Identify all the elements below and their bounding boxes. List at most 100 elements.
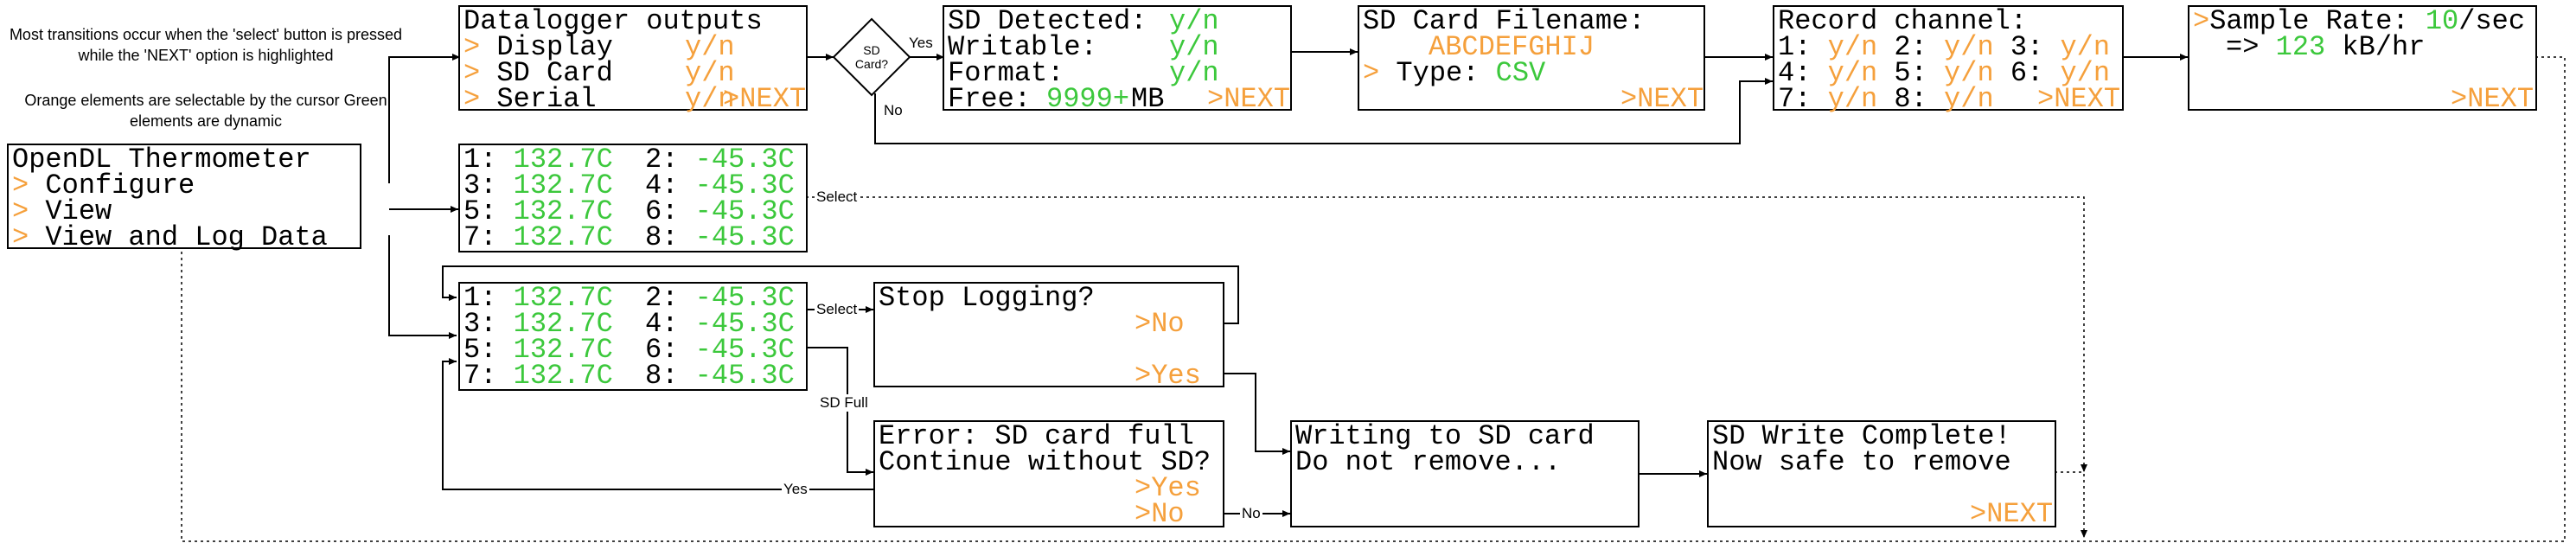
ch5-value[interactable]: y/n xyxy=(1944,57,1994,89)
ch6-label: 6: xyxy=(2010,57,2044,89)
log-ch1-value: 132.7C xyxy=(513,282,613,314)
log-readings-screen: 1: 132.7C 2: -45.3C 3: 132.7C 4: -45.3C … xyxy=(458,282,808,391)
outputs-screen: Datalogger outputs > Display y/n > SD Ca… xyxy=(458,5,808,115)
outputs-title: Datalogger outputs xyxy=(463,5,763,37)
ch1-label: 1: xyxy=(1778,31,1812,63)
view-ch3-value: 132.7C xyxy=(513,169,613,201)
display-value[interactable]: y/n xyxy=(685,31,735,63)
log-ch4-label: 4: xyxy=(645,308,679,340)
sample-rate-unit: /sec xyxy=(2458,5,2526,37)
log-ch7-value: 132.7C xyxy=(513,360,613,392)
label-sd-full: SD Full xyxy=(818,394,870,412)
log-ch2-value: -45.3C xyxy=(694,282,795,314)
edge-sdcheck-no xyxy=(874,78,1773,144)
sdcard-value[interactable]: y/n xyxy=(685,57,735,89)
menu-view[interactable]: View xyxy=(45,195,112,227)
view-ch2-label: 2: xyxy=(645,144,679,176)
cursor-type: > xyxy=(1363,57,1380,89)
writing-screen: Writing to SD card Do not remove... xyxy=(1290,420,1640,527)
error-yes-option[interactable]: >Yes xyxy=(1135,472,1201,504)
edge-error-yes-loop xyxy=(442,358,873,490)
complete-line1: SD Write Complete! xyxy=(1712,420,2011,452)
sd-status-screen: SD Detected: y/n Writable: y/n Format: y… xyxy=(943,5,1292,115)
record-title: Record channel: xyxy=(1778,5,2028,37)
ch6-value[interactable]: y/n xyxy=(2060,57,2111,89)
complete-next[interactable]: >NEXT xyxy=(1970,498,2054,530)
edge-main-to-outputs xyxy=(388,54,460,183)
display-label: Display xyxy=(496,31,613,63)
error-no-option[interactable]: >No xyxy=(1135,498,1185,530)
view-ch8-value: -45.3C xyxy=(694,221,795,253)
transitions-note: Most transitions occur when the 'select'… xyxy=(9,26,403,64)
label-error-yes: Yes xyxy=(782,481,809,498)
view-ch7-value: 132.7C xyxy=(513,221,613,253)
type-value[interactable]: CSV xyxy=(1495,57,1546,89)
free-value: 9999+ xyxy=(1046,83,1130,115)
serial-value[interactable]: y/n xyxy=(685,83,735,115)
type-label: Type: xyxy=(1396,57,1480,89)
ch4-value[interactable]: y/n xyxy=(1827,57,1878,89)
writing-line2: Do not remove... xyxy=(1295,446,1562,478)
log-ch5-value: 132.7C xyxy=(513,334,613,366)
ch7-value[interactable]: y/n xyxy=(1827,83,1878,115)
ch5-label: 5: xyxy=(1894,57,1927,89)
edge-stop-no-loop xyxy=(442,265,1239,324)
format-value: y/n xyxy=(1169,57,1219,89)
sd-status-next[interactable]: >NEXT xyxy=(1207,83,1291,115)
log-ch4-value: -45.3C xyxy=(694,308,795,340)
cursor-serial: > xyxy=(463,83,481,115)
stop-yes-option[interactable]: >Yes xyxy=(1135,360,1201,392)
label-view-select: Select xyxy=(815,189,860,206)
format-label: Format: xyxy=(948,57,1064,89)
stop-no-option[interactable]: >No xyxy=(1135,308,1185,340)
edge-sample-return xyxy=(178,56,2566,542)
stop-title: Stop Logging? xyxy=(879,282,1095,314)
log-ch8-value: -45.3C xyxy=(694,360,795,392)
view-readings-screen: 1: 132.7C 2: -45.3C 3: 132.7C 4: -45.3C … xyxy=(458,144,808,252)
cursor-sample: > xyxy=(2193,5,2210,37)
ch8-label: 8: xyxy=(1894,83,1927,115)
ch8-value[interactable]: y/n xyxy=(1944,83,1994,115)
log-ch6-label: 6: xyxy=(645,334,679,366)
sample-rate-value[interactable]: 10 xyxy=(2425,5,2459,37)
edge-stop-yes-to-writing xyxy=(1223,373,1290,455)
sd-detected-label: SD Detected: xyxy=(948,5,1147,37)
menu-view-log[interactable]: View and Log Data xyxy=(45,221,328,253)
label-sdcheck-yes: Yes xyxy=(907,35,935,52)
view-ch5-value: 132.7C xyxy=(513,195,613,227)
cursor-sdcard: > xyxy=(463,57,481,89)
record-next[interactable]: >NEXT xyxy=(2037,83,2121,115)
filename-value[interactable]: ABCDEFGHIJ xyxy=(1429,31,1595,63)
log-ch8-label: 8: xyxy=(645,360,679,392)
writable-value: y/n xyxy=(1169,31,1219,63)
cursor-view: > xyxy=(12,195,29,227)
menu-configure[interactable]: Configure xyxy=(45,169,195,201)
log-ch6-value: -45.3C xyxy=(694,334,795,366)
cursor-configure: > xyxy=(12,169,29,201)
view-ch7-label: 7: xyxy=(463,221,497,253)
stop-logging-screen: Stop Logging? >No >Yes xyxy=(873,282,1224,392)
ch2-value[interactable]: y/n xyxy=(1944,31,1994,63)
view-ch2-value: -45.3C xyxy=(694,144,795,176)
ch2-label: 2: xyxy=(1894,31,1927,63)
view-ch5-label: 5: xyxy=(463,195,497,227)
cursor-view-log: > xyxy=(12,221,29,253)
view-ch8-label: 8: xyxy=(645,221,679,253)
filename-next[interactable]: >NEXT xyxy=(1620,83,1704,115)
ch3-value[interactable]: y/n xyxy=(2060,31,2111,63)
sd-check-diamond xyxy=(832,17,911,97)
complete-line2: Now safe to remove xyxy=(1712,446,2011,478)
main-menu-screen: OpenDL Thermometer > Configure > View > … xyxy=(7,144,361,252)
main-title: OpenDL Thermometer xyxy=(12,144,311,176)
outputs-next[interactable]: >NEXT xyxy=(723,83,807,115)
log-ch1-label: 1: xyxy=(463,282,497,314)
serial-label: Serial xyxy=(496,83,597,115)
view-ch4-value: -45.3C xyxy=(694,169,795,201)
ch1-value[interactable]: y/n xyxy=(1827,31,1878,63)
error-sd-full-screen: Error: SD card full Continue without SD?… xyxy=(873,420,1224,530)
sample-next[interactable]: >NEXT xyxy=(2451,83,2534,115)
record-channel-screen: Record channel: 1: y/n 2: y/n 3: y/n 4: … xyxy=(1773,5,2124,115)
sd-detected-value: y/n xyxy=(1169,5,1219,37)
free-unit: MB xyxy=(1131,83,1165,115)
view-ch4-label: 4: xyxy=(645,169,679,201)
